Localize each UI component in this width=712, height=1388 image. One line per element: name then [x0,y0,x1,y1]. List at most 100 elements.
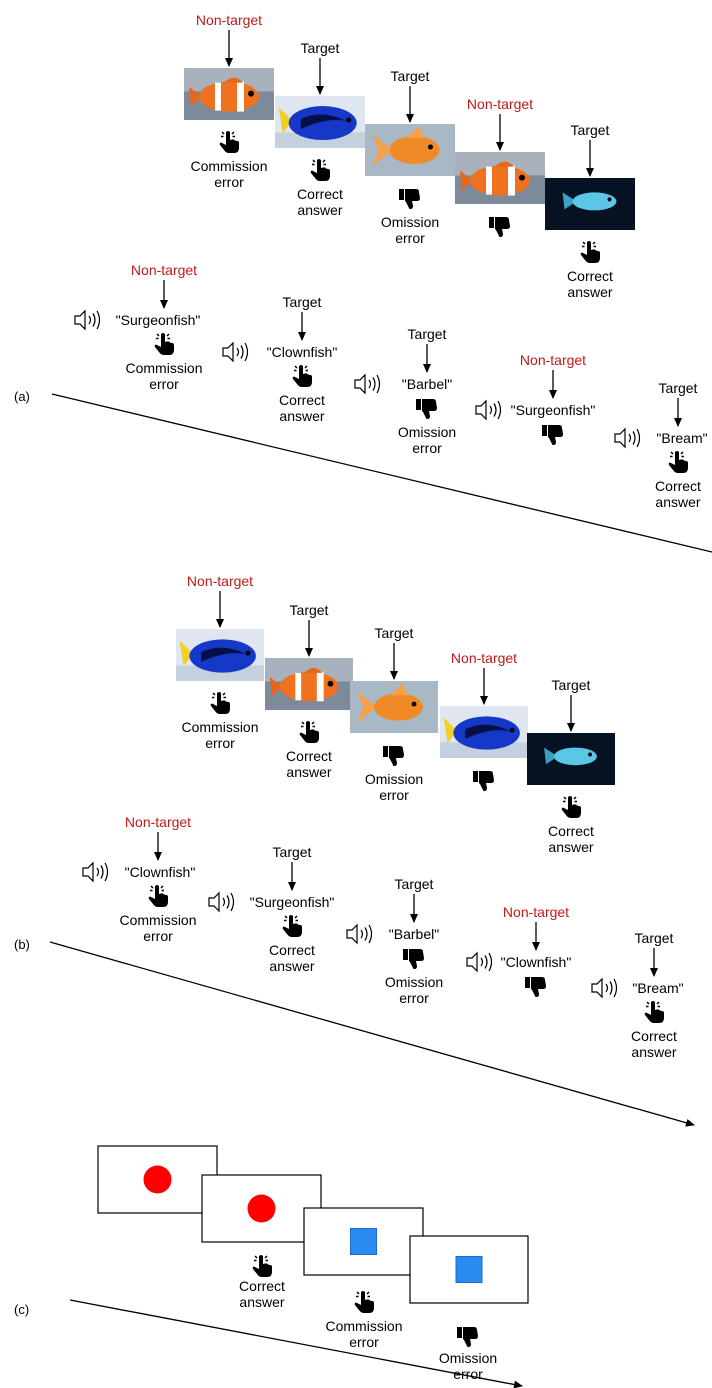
tap-hand-icon [580,241,600,263]
blue-square [455,1256,483,1283]
non-target-label: Non-target [186,573,254,589]
surgeonfish-image [275,96,365,148]
non-target-label: Non-target [519,352,587,368]
non-target-label: Non-target [502,904,570,920]
omission-error-label: Omission error [397,424,457,456]
tap-hand-icon [210,692,230,714]
speaker-icon [466,951,493,973]
red-circle [143,1165,172,1194]
clownfish-image [184,68,274,120]
tap-hand-icon [668,451,688,473]
target-label: Target [570,122,610,138]
spoken-word-label: "Barbel" [401,376,453,392]
target-label: Target [289,602,329,618]
surgeonfish-image [440,706,528,758]
speaker-icon [222,341,249,363]
commission-error-label: Commission error [190,158,268,190]
timeline-axis [49,941,695,1127]
spoken-word-label: "Bream" [656,430,708,446]
tap-hand-icon [644,1001,664,1023]
correct-answer-label: Correct answer [548,823,594,855]
thumbs-down-icon [403,949,424,969]
target-label: Target [551,677,591,693]
correct-answer-label: Correct answer [239,1278,285,1310]
speaker-icon [475,399,502,421]
timeline-axis [51,393,712,553]
speaker-icon [354,373,381,395]
thumbs-down-icon [542,425,563,445]
thumbs-down-icon [489,217,510,237]
thumbs-down-icon [473,771,494,791]
blue-fish-image [545,178,635,230]
spoken-word-label: "Clownfish" [124,864,196,880]
tap-hand-icon [292,365,312,387]
blue-square [350,1228,377,1255]
tap-hand-icon [310,159,330,181]
speaker-icon [82,861,109,883]
target-label: Target [394,876,434,892]
non-target-label: Non-target [195,12,263,28]
spoken-word-label: "Barbel" [388,926,440,942]
tap-hand-icon [148,885,168,907]
commission-error-label: Commission error [325,1318,403,1350]
tap-hand-icon [282,915,302,937]
speaker-icon [614,427,641,449]
correct-answer-label: Correct answer [567,268,613,300]
commission-error-label: Commission error [125,360,203,392]
target-label: Target [390,68,430,84]
tap-hand-icon [354,1291,374,1313]
spoken-word-label: "Clownfish" [500,954,572,970]
spoken-word-label: "Bream" [632,980,684,996]
clownfish-image [265,658,353,710]
blue-fish-image [527,733,615,785]
correct-answer-label: Correct answer [269,942,315,974]
spoken-word-label: "Surgeonfish" [115,312,201,328]
thumbs-down-icon [457,1327,478,1347]
panel-label: (a) [14,389,30,404]
goldfish-image [350,681,438,733]
non-target-label: Non-target [466,96,534,112]
tap-hand-icon [154,333,174,355]
clownfish-image [455,152,545,204]
speaker-icon [208,891,235,913]
correct-answer-label: Correct answer [631,1028,677,1060]
non-target-label: Non-target [130,262,198,278]
speaker-icon [74,309,101,331]
target-label: Target [300,40,340,56]
correct-answer-label: Correct answer [279,392,325,424]
spoken-word-label: "Surgeonfish" [510,402,596,418]
thumbs-down-icon [399,189,420,209]
thumbs-down-icon [525,977,546,997]
non-target-label: Non-target [124,814,192,830]
target-label: Target [282,294,322,310]
surgeonfish-image [176,629,264,681]
commission-error-label: Commission error [181,719,259,751]
omission-error-label: Omission error [384,974,444,1006]
target-label: Target [658,380,698,396]
tap-hand-icon [252,1255,272,1277]
speaker-icon [346,923,373,945]
red-circle [247,1194,276,1223]
spoken-word-label: "Clownfish" [266,344,338,360]
timeline-axis [69,1299,523,1388]
target-label: Target [374,625,414,641]
commission-error-label: Commission error [119,912,197,944]
tap-hand-icon [219,131,239,153]
panel-label: (c) [14,1302,30,1317]
target-label: Target [634,930,674,946]
goldfish-image [365,124,455,176]
non-target-label: Non-target [450,650,518,666]
tap-hand-icon [561,796,581,818]
tap-hand-icon [299,721,319,743]
panel-label: (b) [14,937,30,952]
correct-answer-label: Correct answer [655,478,701,510]
target-label: Target [272,844,312,860]
target-label: Target [407,326,447,342]
correct-answer-label: Correct answer [286,748,332,780]
thumbs-down-icon [416,399,437,419]
speaker-icon [591,977,618,999]
omission-error-label: Omission error [438,1350,498,1382]
omission-error-label: Omission error [364,771,424,803]
